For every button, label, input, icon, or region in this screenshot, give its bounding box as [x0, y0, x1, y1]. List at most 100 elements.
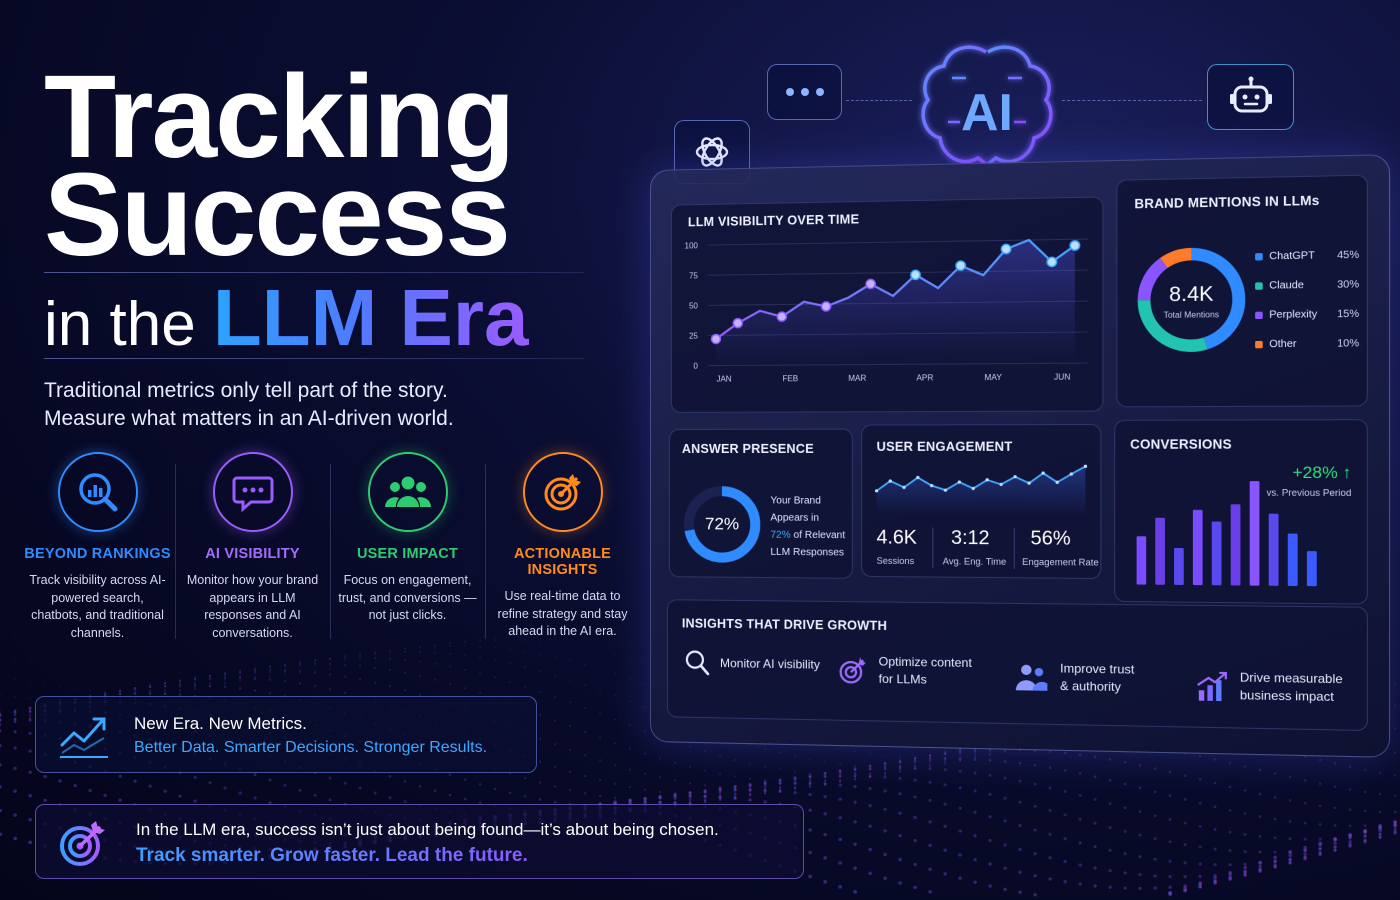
wave-dot — [359, 664, 360, 665]
wave-dot — [1304, 779, 1306, 781]
wave-dot — [884, 762, 887, 765]
wave-dot — [494, 787, 497, 790]
banner-subline: Better Data. Smarter Decisions. Stronger… — [134, 739, 487, 757]
wave-dot — [1169, 794, 1172, 797]
wave-dot — [749, 793, 752, 796]
wave-dot — [1379, 836, 1382, 839]
wave-dot — [14, 717, 16, 719]
hero-title-line3: in the LLM Era — [44, 278, 529, 365]
wave-dot — [914, 768, 916, 770]
legend-label: ChatGPT — [1269, 250, 1315, 262]
wave-dot — [314, 672, 316, 674]
stat-sessions-label: Sessions — [877, 556, 915, 566]
wave-dot — [1033, 828, 1036, 831]
wave-dot — [703, 789, 706, 792]
wave-dot — [1049, 750, 1052, 753]
data-point — [821, 302, 830, 311]
wave-dot — [194, 684, 196, 686]
wave-dot — [28, 750, 31, 753]
wave-dot — [1033, 874, 1036, 877]
wave-dot — [1003, 888, 1006, 891]
data-point — [944, 489, 947, 492]
wave-dot — [359, 656, 361, 658]
wave-dot — [284, 784, 287, 787]
wave-dot — [194, 682, 196, 684]
wave-dot — [194, 688, 196, 690]
wave-dot — [809, 775, 812, 778]
insight-line: Improve trust — [1060, 660, 1134, 679]
wave-dot — [1258, 861, 1262, 865]
growth-chart-icon — [1195, 669, 1230, 703]
data-point — [1056, 481, 1059, 484]
wave-dot — [614, 654, 616, 656]
wave-dot — [314, 670, 316, 672]
wave-dot — [344, 660, 346, 662]
wave-dot — [1363, 835, 1366, 838]
llm-visibility-panel: LLM VISIBILITY OVER TIME 1007550250JANFE… — [671, 196, 1104, 412]
wave-dot — [944, 783, 947, 786]
wave-dot — [704, 791, 707, 794]
wave-dot — [299, 682, 301, 684]
wave-dot — [329, 777, 332, 780]
wave-dot — [44, 665, 46, 667]
wave-dot — [539, 761, 541, 763]
insights-panel: INSIGHTS THAT DRIVE GROWTH Monitor AI vi… — [667, 599, 1368, 731]
wave-dot — [704, 769, 706, 771]
wave-dot — [0, 714, 1, 717]
wave-dot — [1168, 875, 1171, 878]
wave-dot — [763, 782, 766, 785]
wave-dot — [958, 807, 961, 810]
wave-dot — [269, 675, 270, 676]
wave-dot — [209, 675, 210, 676]
desc-rest: of Relevant — [791, 530, 845, 541]
donut-center-value: 8.4K — [1143, 283, 1240, 308]
wave-dot — [884, 768, 886, 770]
wave-dot — [899, 761, 902, 764]
wave-dot — [1379, 832, 1382, 835]
wave-dot — [1198, 884, 1202, 888]
wave-dot — [404, 659, 406, 661]
wave-dot — [1213, 874, 1216, 877]
wave-dot — [1273, 856, 1277, 860]
wave-dot — [269, 676, 271, 678]
wave-dot — [119, 662, 120, 663]
wave-dot — [1394, 683, 1396, 685]
wave-dot — [1213, 863, 1216, 866]
wave-dot — [524, 686, 526, 688]
wave-dot — [299, 665, 301, 667]
feature-list: BEYOND RANKINGS Track visibility across … — [20, 452, 640, 652]
legend-item: ChatGPT45% — [1255, 250, 1359, 263]
wave-dot — [314, 662, 316, 664]
wave-dot — [704, 801, 707, 804]
bar — [1193, 510, 1203, 585]
wave-dot — [734, 787, 736, 789]
wave-dot — [1004, 760, 1007, 763]
feature-actionable-insights: ACTIONABLE INSIGHTS Use real-time data t… — [485, 452, 640, 652]
wave-dot — [1289, 837, 1292, 840]
wave-dot — [943, 803, 946, 806]
wave-dot — [149, 682, 151, 684]
wave-dot — [1228, 871, 1232, 875]
wave-dot — [14, 719, 17, 722]
wave-dot — [1244, 833, 1247, 836]
wave-dot — [254, 679, 256, 681]
wave-dot — [853, 801, 856, 804]
wave-dot — [929, 764, 931, 766]
wave-dot — [1303, 849, 1307, 853]
wave-dot — [1229, 831, 1232, 834]
wave-dot — [629, 768, 631, 770]
hero-title-accent: LLM Era — [213, 273, 529, 362]
wave-dot — [914, 757, 916, 759]
wave-dot — [193, 776, 196, 779]
wave-dot — [839, 779, 841, 781]
wave-dot — [599, 668, 601, 670]
wave-dot — [1033, 893, 1036, 896]
wave-dot — [779, 786, 782, 789]
wave-dot — [1213, 876, 1217, 880]
wave-dot — [1348, 840, 1351, 843]
wave-dot — [194, 674, 195, 675]
wave-dot — [389, 658, 391, 660]
wave-dot — [179, 686, 181, 688]
wave-dot — [868, 804, 871, 807]
wave-dot — [1303, 855, 1306, 858]
